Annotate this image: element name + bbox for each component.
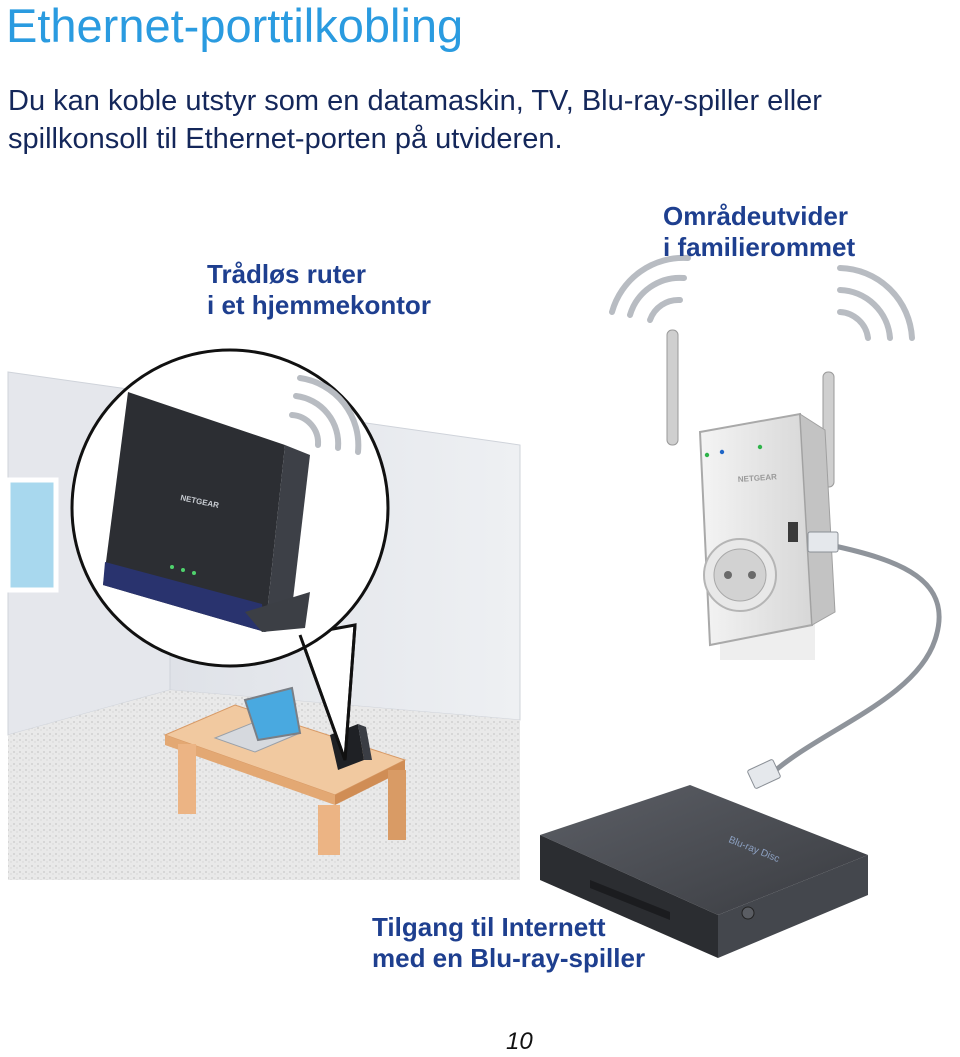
laptop (213, 686, 302, 753)
internet-label: Tilgang til Internett med en Blu-ray-spi… (372, 912, 645, 974)
ethernet-cable (747, 531, 942, 789)
extender-label-line-1: Områdeutvider (663, 201, 848, 231)
desk (163, 686, 407, 855)
power-socket-icon (703, 538, 777, 612)
router-label: Trådløs ruter i et hjemmekontor (207, 259, 431, 321)
router-callout: NETGEAR (70, 348, 390, 761)
extender-label-line-2: i familierommet (663, 232, 856, 262)
wifi-waves-icon (609, 254, 915, 341)
internet-label-line-1: Tilgang til Internett (372, 912, 606, 942)
internet-label-line-2: med en Blu-ray-spiller (372, 943, 646, 973)
router-label-line-2: i et hjemmekontor (207, 290, 431, 320)
window (5, 477, 59, 593)
extender-brand: NETGEAR (738, 472, 778, 484)
router-closeup: NETGEAR (103, 392, 310, 632)
wifi-waves-icon (289, 375, 362, 455)
range-extender: NETGEAR (609, 254, 915, 660)
bluray-player: Blu-ray Disc (540, 785, 868, 958)
page-number: 10 (506, 1028, 533, 1055)
ethernet-plug-icon (747, 531, 839, 789)
router-label-line-1: Trådløs ruter (207, 259, 366, 289)
extender-label: Områdeutvider i familierommet (663, 201, 855, 263)
page-title: Ethernet-porttilkobling (6, 0, 464, 52)
intro-paragraph: Du kan koble utstyr som en datamaskin, T… (8, 85, 822, 155)
